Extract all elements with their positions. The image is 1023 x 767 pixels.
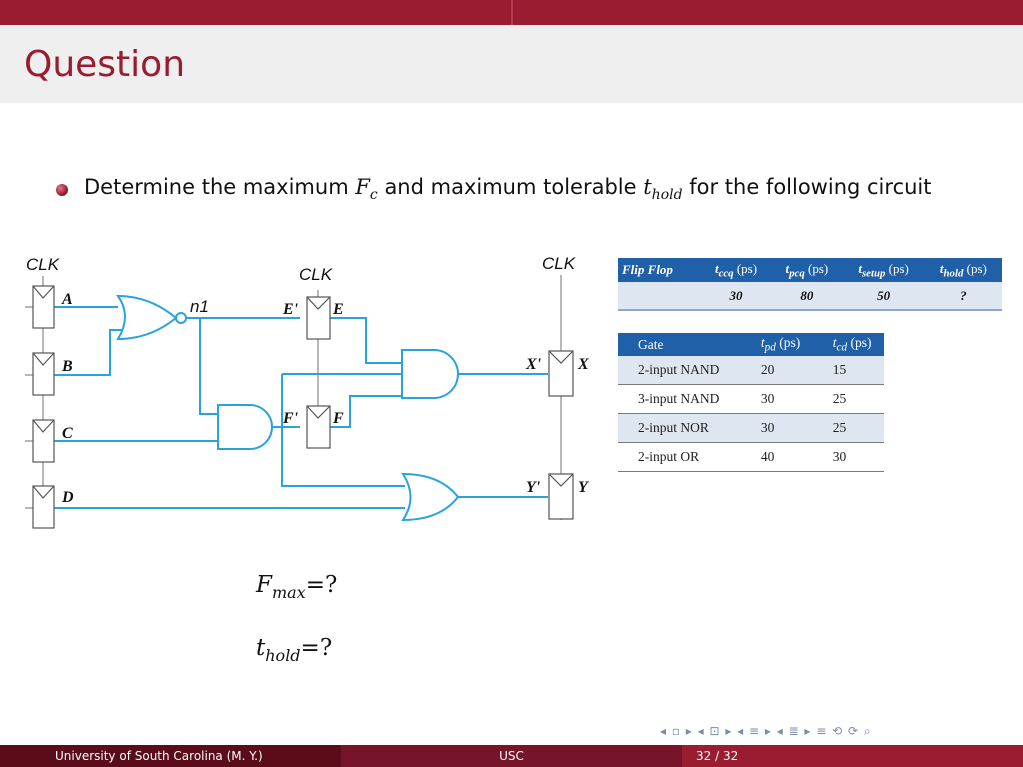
ff-cell-tpcq: 80 — [771, 282, 843, 311]
title-bar — [0, 25, 1023, 103]
flipflop-table-row: 30 80 50 ? — [618, 282, 1002, 311]
thold-eq-rhs: =? — [300, 635, 333, 661]
question-text: Determine the maximum Fc and maximum tol… — [84, 175, 932, 203]
reg-label-f: F — [332, 410, 344, 427]
gate-header-tcd: tcd (ps) — [812, 333, 884, 356]
ff-cell-tccq: 30 — [700, 282, 772, 311]
gate-cell-name: 2-input NAND — [618, 356, 741, 385]
gate-cell-tpd: 30 — [740, 384, 813, 414]
register-x — [548, 350, 574, 397]
fc-subscript: c — [369, 187, 378, 203]
reg-label-e-prime: E' — [282, 301, 299, 318]
flipflop-table-header: Flip Flop tccq (ps) tpcq (ps) tsetup (ps… — [618, 258, 1002, 282]
register-y — [548, 473, 574, 520]
ff-cell-name — [618, 282, 701, 311]
slide-title: Question — [24, 44, 186, 85]
gate-table-header: Gate tpd (ps) tcd (ps) — [618, 333, 884, 356]
thold-eq-symbol: t — [256, 635, 266, 661]
fmax-rhs: =? — [305, 572, 338, 598]
table-row: 3-input NAND 30 25 — [618, 384, 884, 414]
register-d — [32, 485, 55, 529]
gate-header-gate: Gate — [618, 333, 741, 356]
clk-label-2: CLK — [299, 265, 333, 284]
top-banner-divider — [511, 0, 513, 25]
reg-label-y-prime: Y' — [526, 479, 541, 496]
clk-label-3: CLK — [542, 254, 576, 273]
register-e — [306, 296, 331, 340]
ff-cell-thold: ? — [924, 282, 1002, 311]
reg-label-x: X — [577, 356, 589, 373]
gate-table: Gate tpd (ps) tcd (ps) 2-input NAND 20 1… — [618, 333, 884, 472]
reg-label-x-prime: X' — [525, 356, 542, 373]
clk-label-1: CLK — [26, 255, 60, 274]
circuit-diagram: CLK CLK CLK A B C D n1 E' E F' F X' X Y'… — [25, 254, 589, 529]
reg-label-c: C — [62, 425, 73, 442]
register-f — [306, 405, 331, 449]
bullet-icon — [56, 184, 68, 196]
footer-institution: University of South Carolina (M. Y.) — [0, 745, 341, 767]
register-a — [32, 285, 55, 329]
gate-cell-tcd: 15 — [812, 356, 884, 385]
gate-cell-name: 2-input NOR — [618, 413, 741, 443]
ff-header-name: Flip Flop — [618, 258, 701, 282]
top-banner — [0, 0, 1023, 25]
thold-equation: thold=? — [256, 635, 333, 665]
gate-cell-tpd: 40 — [740, 442, 813, 472]
table-row: 2-input NAND 20 15 — [618, 356, 884, 385]
node-label-n1: n1 — [190, 297, 209, 316]
reg-label-b: B — [61, 358, 73, 375]
gate-cell-tcd: 25 — [812, 384, 884, 414]
fc-symbol: F — [355, 175, 370, 199]
fmax-equation: Fmax=? — [256, 572, 338, 602]
gate-header-tpd: tpd (ps) — [740, 333, 813, 356]
reg-label-e: E — [332, 301, 344, 318]
beamer-navigation[interactable]: ◂ ▫ ▸ ◂ ⊡ ▸ ◂ ≡ ▸ ◂ ≣ ▸ ≡ ⟲ ⟳ ⌕ — [660, 724, 872, 738]
register-b — [32, 352, 55, 396]
table-row: 2-input OR 40 30 — [618, 442, 884, 472]
question-text-after: for the following circuit — [682, 175, 932, 199]
reg-label-d: D — [61, 489, 74, 506]
reg-label-y: Y — [578, 479, 589, 496]
fmax-subscript: max — [271, 583, 306, 602]
gate-cell-name: 3-input NAND — [618, 384, 741, 414]
ff-header-tpcq: tpcq (ps) — [771, 258, 843, 282]
register-c — [32, 419, 55, 463]
ff-cell-tsetup: 50 — [842, 282, 925, 311]
table-row: 2-input NOR 30 25 — [618, 413, 884, 443]
ff-header-tsetup: tsetup (ps) — [842, 258, 925, 282]
thold-subscript: hold — [651, 187, 683, 203]
footer-bar: University of South Carolina (M. Y.) USC… — [0, 745, 1023, 767]
ff-header-thold: thold (ps) — [924, 258, 1002, 282]
question-text-before: Determine the maximum — [84, 175, 356, 199]
gate-cell-tcd: 25 — [812, 413, 884, 443]
gate-cell-tcd: 30 — [812, 442, 884, 472]
gate-cell-tpd: 20 — [740, 356, 813, 385]
thold-eq-subscript: hold — [265, 646, 301, 665]
reg-label-f-prime: F' — [282, 410, 299, 427]
gate-cell-name: 2-input OR — [618, 442, 741, 472]
thold-symbol: t — [643, 175, 652, 199]
flipflop-table: Flip Flop tccq (ps) tpcq (ps) tsetup (ps… — [618, 258, 1002, 311]
page-number: 32 / 32 — [696, 749, 739, 763]
question-text-mid: and maximum tolerable — [377, 175, 644, 199]
reg-label-a: A — [61, 291, 73, 308]
gate-cell-tpd: 30 — [740, 413, 813, 443]
footer-short-title: USC — [341, 745, 682, 767]
fmax-symbol: F — [256, 572, 272, 598]
footer-page-counter: 32 / 32 — [682, 745, 1023, 767]
ff-header-tccq: tccq (ps) — [700, 258, 772, 282]
